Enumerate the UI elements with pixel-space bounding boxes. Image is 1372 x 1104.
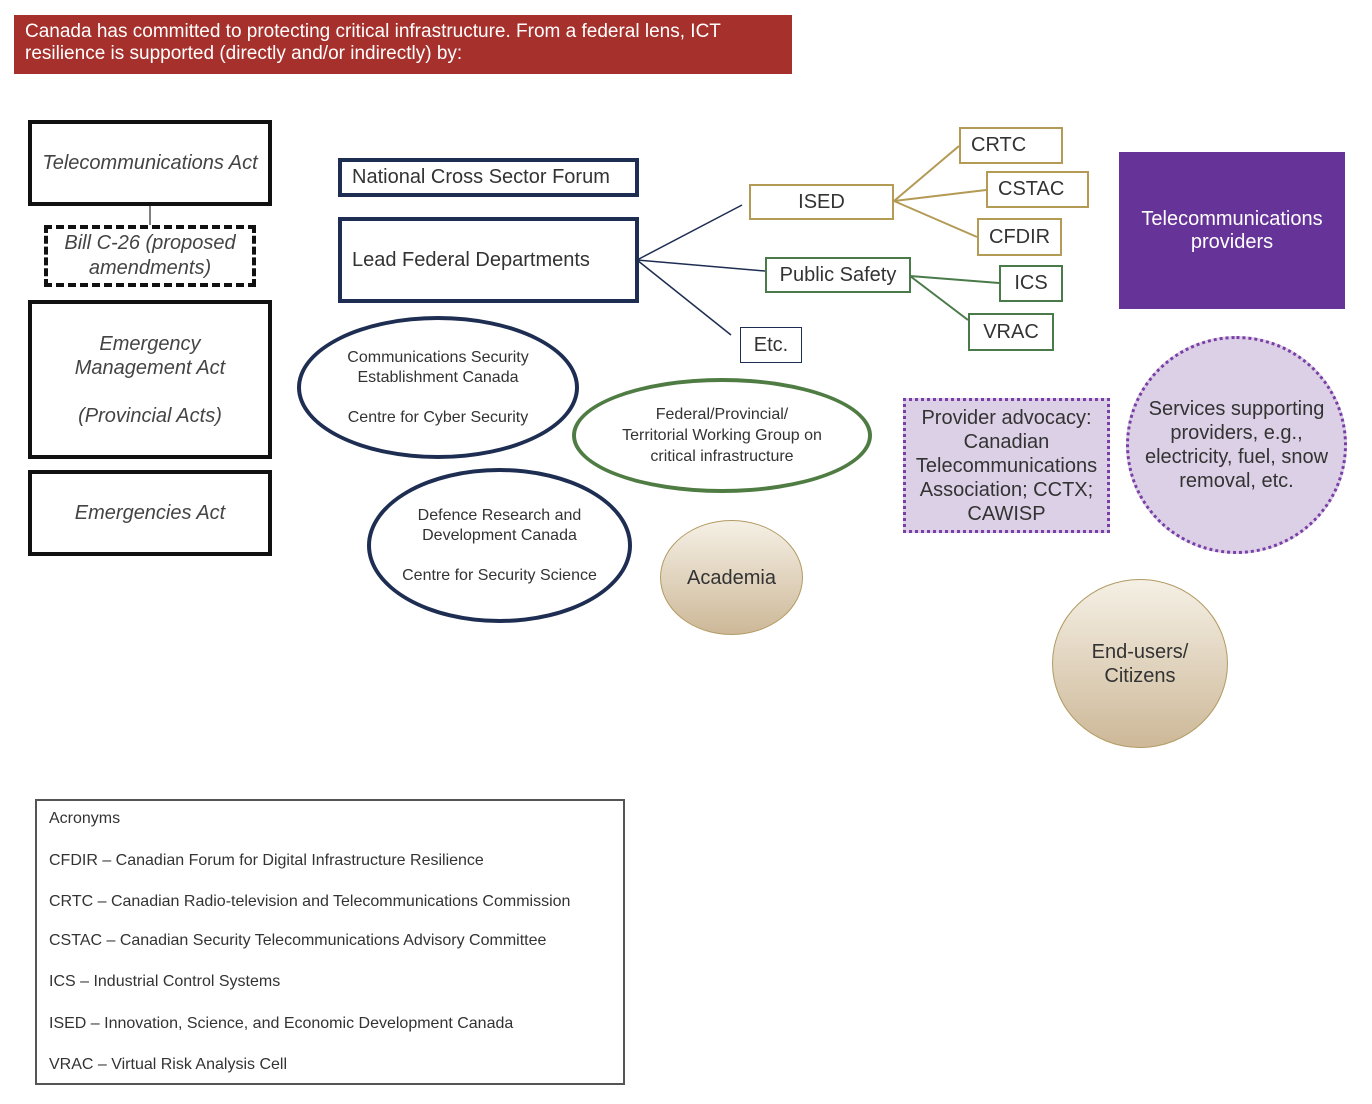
- crtc-box: CRTC: [959, 127, 1063, 164]
- vrac-label: VRAC: [983, 320, 1039, 343]
- acronym-ised: ISED – Innovation, Science, and Economic…: [49, 1015, 514, 1032]
- cstac-label: CSTAC: [998, 178, 1065, 200]
- connector-lead-to-etc: [636, 259, 732, 336]
- ised-label: ISED: [798, 190, 845, 213]
- acronym-vrac: VRAC – Virtual Risk Analysis Cell: [49, 1056, 288, 1073]
- cfdir-box: CFDIR: [977, 218, 1062, 256]
- ised-box: ISED: [749, 184, 894, 220]
- emergencies-act-label: Emergencies Act: [74, 502, 226, 524]
- acronyms-legend: Acronyms CFDIR – Canadian Forum for Digi…: [35, 799, 625, 1085]
- connector-ps-to-ics: [909, 275, 1000, 284]
- provider-advocacy-box: Provider advocacy: Canadian Telecommunic…: [903, 398, 1110, 533]
- connector-ised-to-cstac: [893, 189, 987, 202]
- intro-banner: Canada has committed to protecting criti…: [14, 15, 792, 74]
- academia-circle: Academia: [660, 520, 803, 635]
- services-supporting-label: Services supporting providers, e.g., ele…: [1144, 398, 1329, 492]
- bill-c26-box: Bill C-26 (proposed amendments): [44, 225, 256, 287]
- services-supporting-circle: Services supporting providers, e.g., ele…: [1126, 336, 1347, 554]
- ics-label: ICS: [1014, 272, 1048, 294]
- fpt-working-group-label: Federal/Provincial/ Territorial Working …: [622, 406, 822, 465]
- fpt-working-group-ellipse: Federal/Provincial/ Territorial Working …: [572, 378, 872, 493]
- ics-box: ICS: [999, 265, 1063, 302]
- etc-box: Etc.: [740, 327, 802, 363]
- intro-banner-text: Canada has committed to protecting criti…: [25, 21, 721, 64]
- telecommunications-providers-label: Telecommunications providers: [1141, 207, 1323, 253]
- cstac-box: CSTAC: [986, 171, 1089, 208]
- acronym-cstac: CSTAC – Canadian Security Telecommunicat…: [49, 932, 547, 949]
- cse-label: Communications Security Establishment Ca…: [347, 348, 529, 426]
- lead-federal-departments-box: Lead Federal Departments: [338, 217, 639, 303]
- vrac-box: VRAC: [968, 313, 1054, 351]
- lead-federal-departments-label: Lead Federal Departments: [352, 248, 590, 271]
- emergencies-act-box: Emergencies Act: [28, 470, 272, 556]
- connector-lead-to-public-safety: [636, 259, 766, 272]
- end-users-circle: End-users/ Citizens: [1052, 579, 1228, 748]
- telecommunications-providers-box: Telecommunications providers: [1119, 152, 1345, 309]
- national-cross-sector-forum-label: National Cross Sector Forum: [352, 166, 610, 188]
- telecommunications-act-label: Telecommunications Act: [42, 152, 258, 174]
- acronyms-title: Acronyms: [49, 810, 121, 827]
- national-cross-sector-forum-box: National Cross Sector Forum: [338, 158, 639, 197]
- acronym-ics: ICS – Industrial Control Systems: [49, 973, 281, 990]
- emergency-management-act-label: Emergency Management Act (Provincial Act…: [74, 332, 226, 427]
- public-safety-box: Public Safety: [765, 257, 911, 293]
- cfdir-label: CFDIR: [989, 225, 1051, 248]
- crtc-label: CRTC: [971, 134, 1027, 156]
- academia-label: Academia: [687, 566, 776, 589]
- etc-label: Etc.: [753, 333, 789, 356]
- drdc-label: Defence Research and Development Canada …: [402, 506, 597, 584]
- connector-ised-to-crtc: [893, 145, 960, 202]
- connector-lead-to-ised: [636, 204, 743, 261]
- public-safety-label: Public Safety: [779, 263, 897, 286]
- telecommunications-act-box: Telecommunications Act: [28, 120, 272, 206]
- cse-ellipse: Communications Security Establishment Ca…: [297, 316, 579, 459]
- connector-ps-to-vrac: [909, 275, 969, 321]
- acronym-crtc: CRTC – Canadian Radio-television and Tel…: [49, 893, 571, 910]
- drdc-ellipse: Defence Research and Development Canada …: [367, 468, 632, 623]
- acronym-cfdir: CFDIR – Canadian Forum for Digital Infra…: [49, 852, 484, 869]
- bill-c26-label: Bill C-26 (proposed amendments): [64, 232, 236, 279]
- provider-advocacy-label: Provider advocacy: Canadian Telecommunic…: [915, 406, 1098, 525]
- connector-ised-to-cfdir: [893, 200, 978, 238]
- emergency-management-act-box: Emergency Management Act (Provincial Act…: [28, 300, 272, 459]
- end-users-label: End-users/ Citizens: [1091, 640, 1189, 687]
